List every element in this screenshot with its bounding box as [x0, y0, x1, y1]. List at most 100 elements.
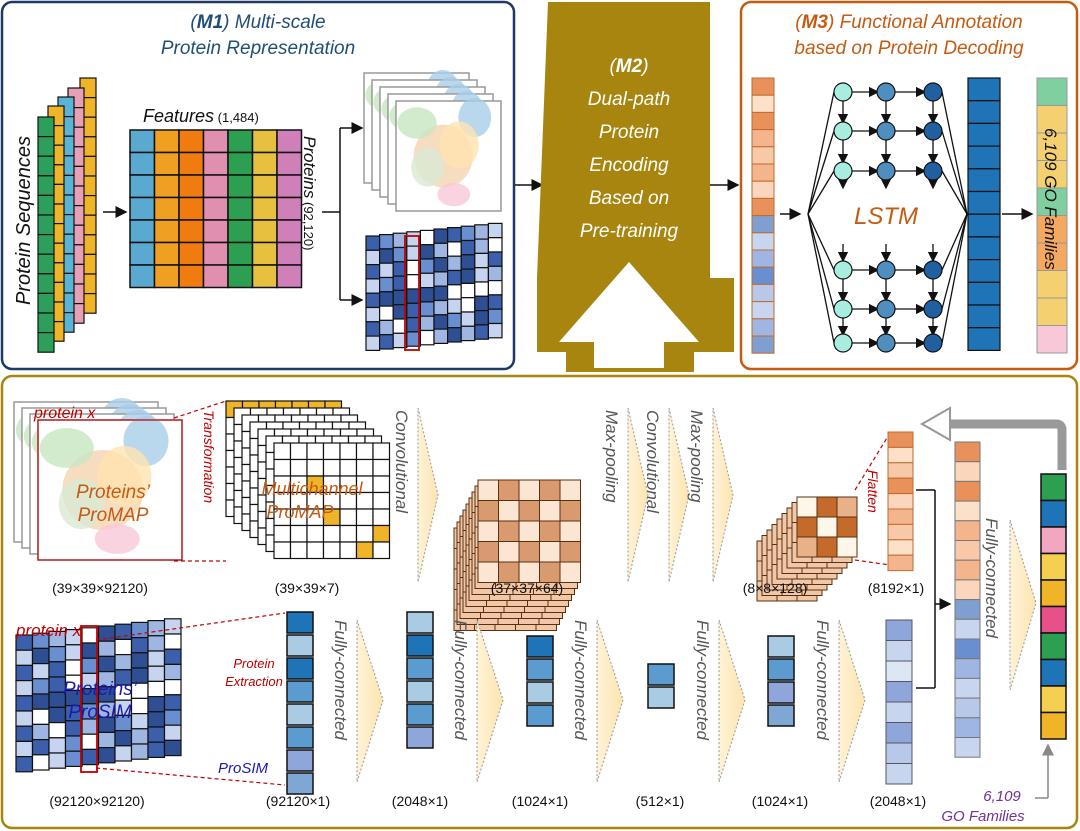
flatten-cell — [887, 477, 914, 495]
prosim-cell — [474, 252, 489, 269]
multichannel-cell — [273, 458, 292, 477]
lstm-node-top — [876, 82, 896, 102]
lower-fc-label: Fully-connected — [813, 620, 832, 741]
m3-input-cell — [751, 94, 775, 113]
m2-line-2: Protein — [599, 122, 659, 143]
m3-output-cell — [967, 259, 1001, 283]
lower-vector-cell — [767, 704, 795, 727]
final-fc-triangle — [1009, 519, 1037, 691]
concat-cell — [954, 599, 981, 620]
lower-fc-triangle — [356, 619, 384, 783]
lstm-node-bottom — [923, 260, 943, 280]
cube-cell — [539, 520, 561, 542]
feature-cell — [178, 264, 205, 289]
multichannel-cell — [306, 458, 325, 477]
prosim-cell — [419, 244, 435, 260]
lstm-node-bottom — [876, 299, 896, 319]
m2-line-1: Dual-path — [588, 89, 670, 110]
cube-cell — [498, 479, 520, 501]
m3-input-cell — [751, 129, 775, 148]
feature-cell — [153, 241, 180, 266]
multichannel-cell — [372, 541, 391, 560]
lower-vector-cell — [526, 681, 554, 704]
prosim-cell — [379, 262, 394, 279]
flatten-cell — [887, 554, 914, 572]
prosim-cell — [97, 731, 116, 749]
prosim-cell — [130, 621, 149, 639]
m3-input-cell — [751, 335, 775, 354]
feature-cell — [153, 174, 180, 199]
prosim-cell — [474, 224, 489, 240]
prosim-cell — [487, 280, 503, 296]
m2-up-arrow — [559, 262, 699, 368]
prosim-small-label: ProSIM — [218, 760, 269, 777]
m3-title: (M3) Functional Annotation — [795, 12, 1022, 33]
lstm-node-bottom — [833, 333, 853, 353]
lstm-node-top — [876, 121, 896, 141]
sequence-cell — [37, 194, 55, 216]
cube-cell — [559, 479, 581, 501]
prosim-cell — [419, 315, 435, 332]
concat-cell — [954, 737, 981, 758]
m3-output-cell — [967, 77, 1001, 102]
prosim-cell — [114, 653, 133, 671]
sequence-cell — [37, 292, 55, 314]
multichannel-cell — [273, 524, 292, 543]
lstm-node-bottom — [833, 299, 853, 319]
lstm-fan-out — [941, 213, 968, 344]
feature-cell — [129, 219, 156, 244]
prosim-cell — [15, 695, 34, 712]
feedback-arrow-head — [919, 406, 951, 442]
sequence-cell — [37, 214, 55, 236]
lstm-fan-out — [941, 91, 968, 215]
transformation-dash-top — [173, 400, 227, 419]
prosim-cell — [487, 222, 503, 239]
feature-cell — [202, 219, 229, 244]
transformation-label: Transformation — [201, 410, 217, 503]
heatmap-blob — [94, 524, 140, 554]
flatten-cell — [887, 462, 914, 479]
feature-cell — [227, 174, 254, 199]
protein-sequence-stack — [37, 77, 97, 353]
lower-final-cell — [885, 681, 913, 703]
lstm-node-bottom — [923, 333, 943, 353]
prosim-cell — [15, 649, 34, 667]
m1-title: (M1) Multi-scale — [190, 12, 325, 33]
feature-cell — [178, 241, 205, 266]
concat-cell — [954, 579, 981, 601]
prosim-cell — [365, 278, 381, 294]
feature-cell — [276, 219, 303, 244]
dim-multichannel: (39×39×7) — [275, 580, 340, 596]
feature-cell — [178, 151, 205, 176]
prosim-cell — [447, 269, 462, 286]
cube-cell — [498, 541, 520, 563]
feature-cell — [202, 196, 229, 221]
prosim-cell — [97, 746, 116, 764]
feature-cell — [227, 196, 254, 221]
prosim-cell — [48, 752, 67, 769]
dim-flatten: (8192×1) — [868, 580, 924, 596]
m3-output-cell — [967, 327, 1001, 352]
m3-output-cell — [967, 168, 1001, 193]
lower-vector-cell — [767, 658, 795, 681]
flatten-cell — [887, 508, 914, 525]
feature-cell — [129, 174, 156, 199]
concat-cell — [954, 717, 981, 738]
multichannel-cell — [372, 524, 391, 543]
lower-vector-cell — [406, 726, 434, 749]
final-fc-label: Fully-connected — [982, 518, 1001, 639]
maxpool-1-triangle — [627, 407, 649, 583]
prosim-cell — [15, 710, 34, 727]
prosim-cell — [15, 755, 34, 773]
conv-1-triangle — [417, 407, 439, 583]
lower-vector-cell — [286, 611, 314, 634]
promap-heatmap-stack — [363, 69, 502, 212]
feature-cell — [276, 129, 303, 154]
multichannel-cell — [339, 458, 358, 477]
m3-output-cell — [967, 304, 1001, 329]
feature-cell — [153, 129, 180, 154]
sequence-cell — [37, 253, 55, 275]
dim-512: (512×1) — [636, 793, 685, 809]
prosim-cell — [460, 254, 476, 270]
cube-cell — [836, 516, 858, 538]
